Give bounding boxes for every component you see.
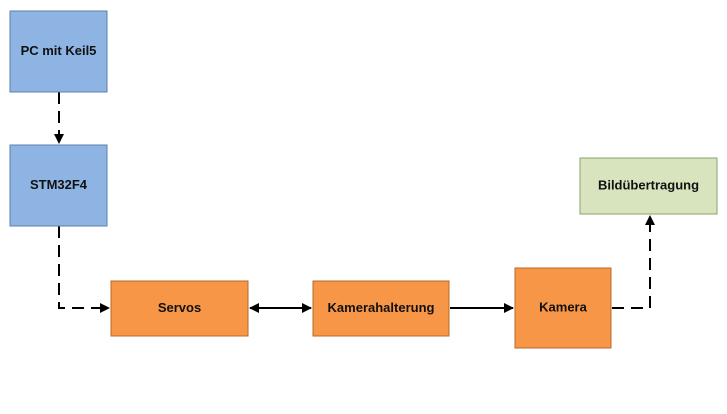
node-stm32f4: STM32F4 [9, 144, 108, 227]
node-label: Kamerahalterung [328, 300, 435, 315]
connector-stm32f4-to-servos [58, 226, 110, 313]
node-label: PC mit Keil5 [21, 43, 97, 58]
connector-kamera-to-bilduebertragung [612, 215, 655, 309]
node-pc-mit-keil5: PC mit Keil5 [9, 10, 108, 93]
node-label: Bildübertragung [598, 177, 699, 192]
node-servos: Servos [110, 280, 249, 337]
node-label: Servos [158, 300, 201, 315]
node-label: Kamera [539, 299, 587, 314]
node-kamerahalterung: Kamerahalterung [312, 280, 450, 337]
node-kamera: Kamera [514, 267, 612, 349]
node-bilduebertragung: Bildübertragung [579, 157, 718, 215]
node-label: STM32F4 [30, 177, 88, 192]
